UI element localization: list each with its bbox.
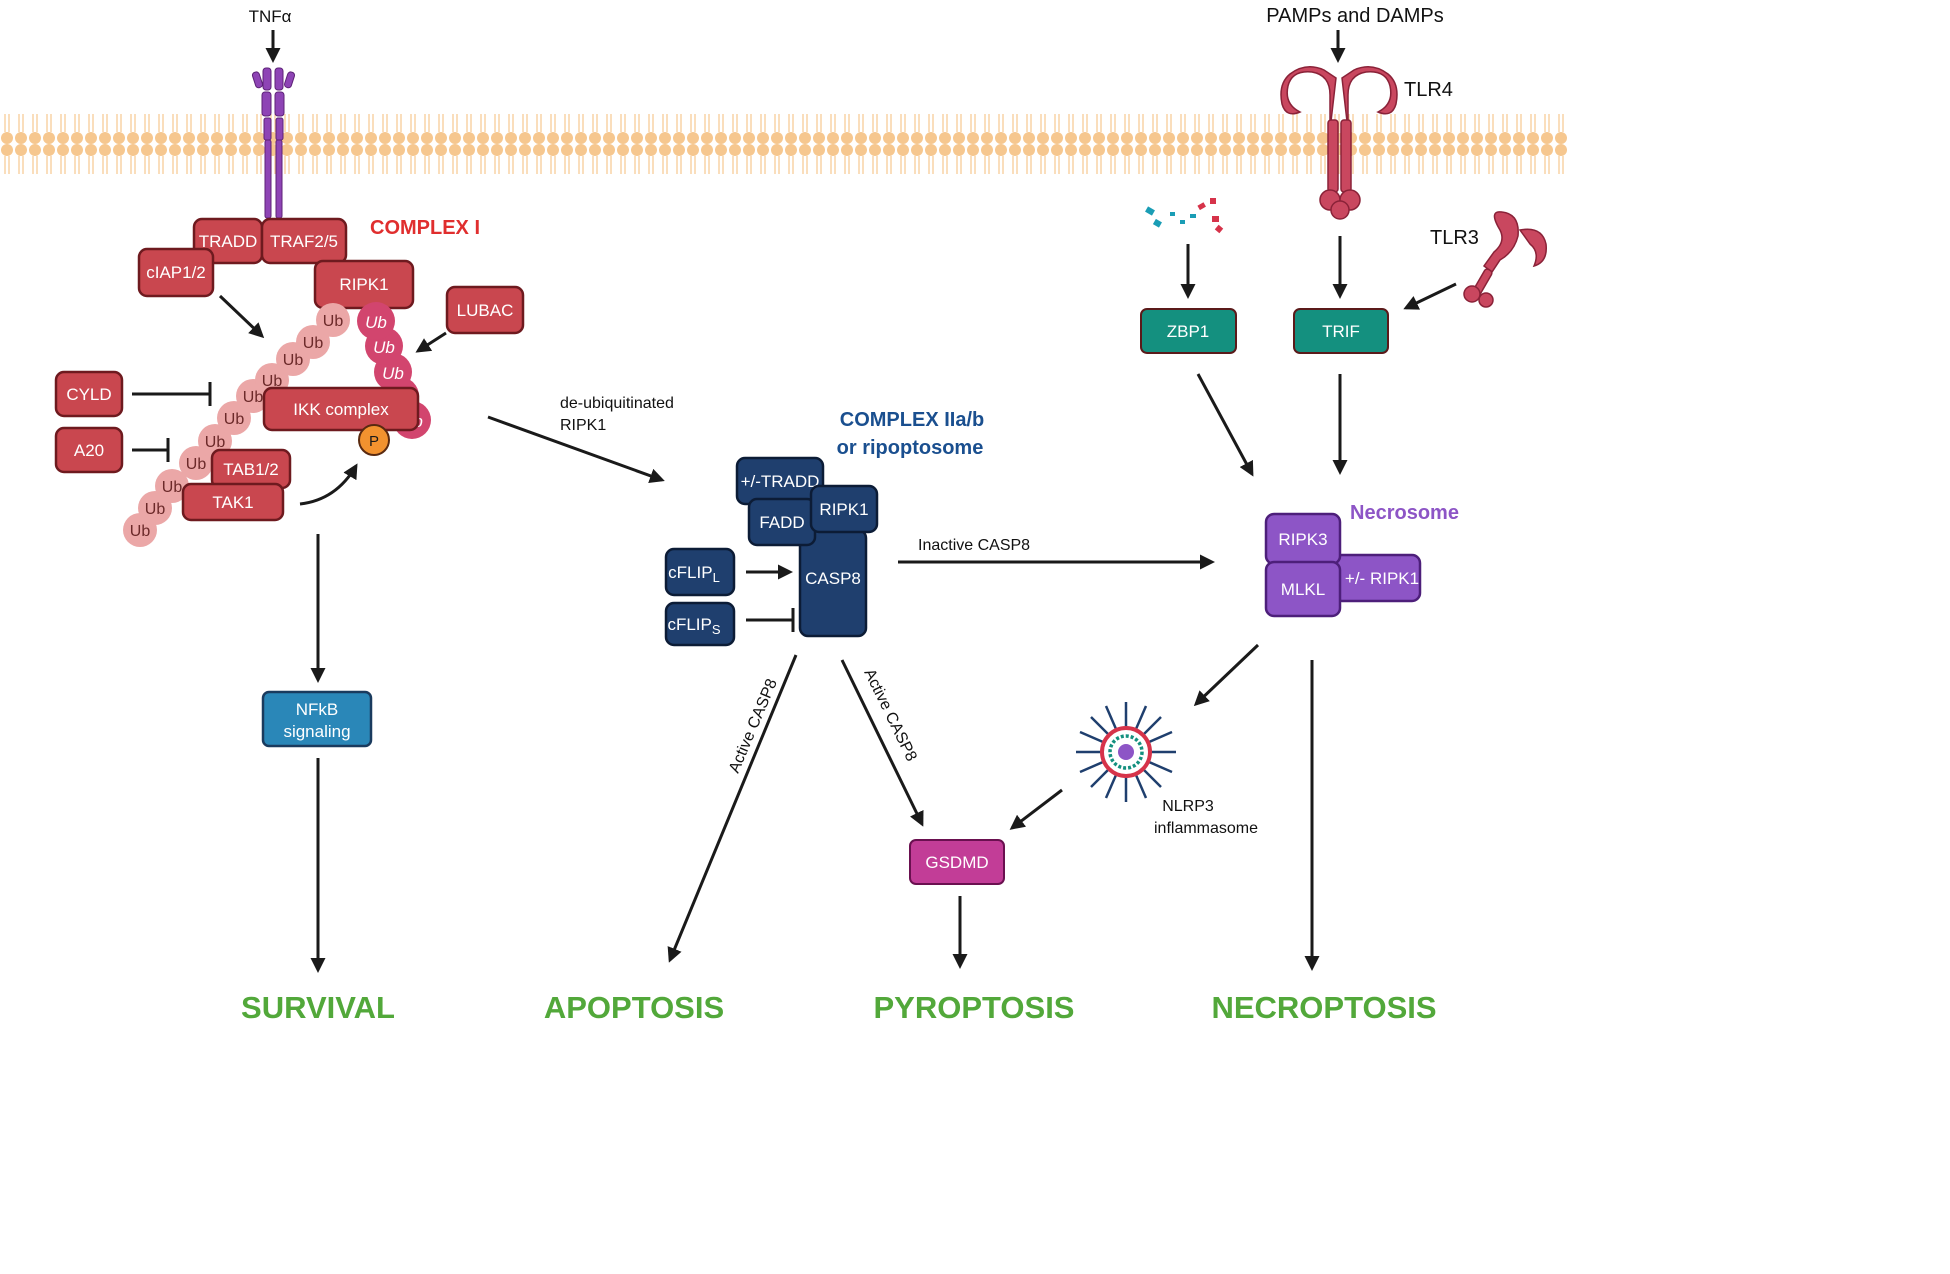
tlr4-receptor-icon	[1280, 66, 1398, 220]
svg-text:Ub: Ub	[130, 523, 151, 540]
dna-fragment-icon	[1145, 198, 1224, 234]
svg-text:RIPK1: RIPK1	[339, 275, 388, 294]
outcome-pyroptosis: PYROPTOSIS	[874, 990, 1075, 1025]
tlr4-label: TLR4	[1404, 79, 1453, 101]
svg-text:signaling: signaling	[283, 722, 350, 741]
svg-text:Ub: Ub	[243, 389, 264, 406]
svg-text:Ub: Ub	[145, 501, 166, 518]
necrosome-to-nlrp3-arrow	[1193, 643, 1260, 707]
pyroptosis-arrow-from-casp8	[840, 659, 924, 827]
svg-text:Ub: Ub	[303, 335, 324, 352]
svg-text:MLKL: MLKL	[1281, 580, 1325, 599]
ripk3-box: RIPK3	[1264, 512, 1342, 566]
nfkb-box: NFkB signaling	[261, 690, 373, 748]
lubac-box: LUBAC	[445, 285, 525, 335]
nlrp3-label-2: inflammasome	[1154, 820, 1258, 837]
svg-text:A20: A20	[74, 441, 104, 460]
svg-text:TAK1: TAK1	[212, 493, 253, 512]
tradd-ii-box: +/-TRADD	[735, 456, 825, 506]
svg-text:TRAF2/5: TRAF2/5	[270, 232, 338, 251]
pamps-label: PAMPs and DAMPs	[1266, 5, 1443, 27]
phospho-icon: P	[358, 424, 390, 456]
zbp1-to-necrosome-arrow	[1196, 373, 1254, 477]
ripk1-complex-i-box: RIPK1	[313, 259, 415, 310]
svg-text:+/-TRADD: +/-TRADD	[741, 472, 820, 491]
svg-text:CYLD: CYLD	[66, 385, 111, 404]
inactive-casp8-label: Inactive CASP8	[918, 537, 1030, 554]
nlrp3-label-1: NLRP3	[1162, 798, 1214, 815]
svg-text:LUBAC: LUBAC	[457, 301, 514, 320]
svg-text:TAB1/2: TAB1/2	[223, 460, 278, 479]
outcome-survival: SURVIVAL	[241, 990, 395, 1025]
deubiq-label-2: RIPK1	[560, 417, 606, 434]
traf-box: TRAF2/5	[260, 217, 348, 265]
svg-text:Ub: Ub	[205, 434, 226, 451]
complex-ii-title-1: COMPLEX IIa/b	[840, 409, 984, 431]
tab-box: TAB1/2	[210, 448, 292, 490]
apoptosis-arrow	[667, 654, 798, 963]
svg-text:Ub: Ub	[365, 313, 387, 332]
gsdmd-box: GSDMD	[909, 839, 1005, 885]
ciap-box: cIAP1/2	[137, 247, 215, 298]
svg-text:RIPK3: RIPK3	[1278, 530, 1327, 549]
svg-text:Ub: Ub	[283, 352, 304, 369]
tnf-receptor-icon	[251, 67, 296, 219]
svg-text:Ub: Ub	[323, 313, 344, 330]
svg-text:Ub: Ub	[382, 364, 404, 383]
svg-text:Ub: Ub	[224, 411, 245, 428]
trif-box: TRIF	[1293, 308, 1389, 354]
svg-text:Ub: Ub	[262, 373, 283, 390]
tlr3-to-trif-arrow	[1403, 282, 1457, 310]
lubac-arrow	[415, 331, 447, 353]
cyld-box: CYLD	[54, 370, 124, 418]
ikk-complex-box: IKK complex	[262, 386, 420, 432]
complex-i-title: COMPLEX I	[370, 217, 480, 239]
deubiq-label-1: de-ubiquitinated	[560, 395, 674, 412]
cflip-s-inhibition	[746, 608, 795, 632]
ripk1-ii-box: RIPK1	[809, 484, 879, 534]
svg-text:CASP8: CASP8	[805, 569, 861, 588]
casp8-box: CASP8	[798, 528, 868, 638]
outcome-apoptosis: APOPTOSIS	[544, 990, 724, 1025]
cflip-l-box: cFLIPL	[664, 547, 736, 597]
ripk1-necrosome-box: +/- RIPK1	[1332, 553, 1422, 603]
svg-text:Ub: Ub	[186, 456, 207, 473]
svg-text:cIAP1/2: cIAP1/2	[146, 263, 206, 282]
svg-text:Ub: Ub	[162, 479, 183, 496]
svg-text:FADD: FADD	[759, 513, 804, 532]
svg-text:TRIF: TRIF	[1322, 322, 1360, 341]
svg-text:cFLIPS: cFLIPS	[667, 615, 720, 637]
svg-text:NFkB: NFkB	[296, 700, 339, 719]
a20-inhibition	[132, 438, 170, 462]
necrosome-title: Necrosome	[1350, 502, 1459, 524]
zbp1-box: ZBP1	[1140, 308, 1237, 354]
svg-text:P: P	[369, 433, 379, 450]
tak1-box: TAK1	[181, 482, 285, 522]
pathway-diagram: TNFα COMPLEX I TRADD TRAF2/5 cIAP1/2 RIP…	[0, 5, 1568, 1025]
svg-text:Ub: Ub	[373, 338, 395, 357]
ciap-arrow	[218, 294, 265, 339]
nlrp3-to-gsdmd-arrow	[1009, 788, 1063, 830]
cflip-s-box: cFLIPS	[664, 601, 736, 647]
svg-text:+/- RIPK1: +/- RIPK1	[1345, 569, 1419, 588]
svg-text:TRADD: TRADD	[199, 232, 258, 251]
nlrp3-inflammasome-icon	[1076, 702, 1176, 802]
tlr3-label: TLR3	[1430, 227, 1479, 249]
fadd-box: FADD	[747, 497, 817, 547]
complex-ii-title-2: or ripoptosome	[837, 437, 984, 459]
tak1-phospho-arrow	[299, 463, 358, 506]
svg-text:GSDMD: GSDMD	[925, 853, 988, 872]
a20-box: A20	[54, 426, 124, 474]
tnf-label: TNFα	[249, 7, 292, 26]
svg-text:ZBP1: ZBP1	[1167, 322, 1210, 341]
cell-membrane	[0, 112, 1568, 184]
cyld-inhibition	[132, 382, 212, 406]
mlkl-box: MLKL	[1264, 560, 1342, 618]
outcome-necroptosis: NECROPTOSIS	[1211, 990, 1436, 1025]
svg-text:cFLIPL: cFLIPL	[668, 563, 720, 585]
tlr3-receptor-icon	[1463, 211, 1547, 308]
svg-text:IKK complex: IKK complex	[293, 400, 389, 419]
deubiq-arrow	[487, 415, 665, 483]
svg-text:RIPK1: RIPK1	[819, 500, 868, 519]
